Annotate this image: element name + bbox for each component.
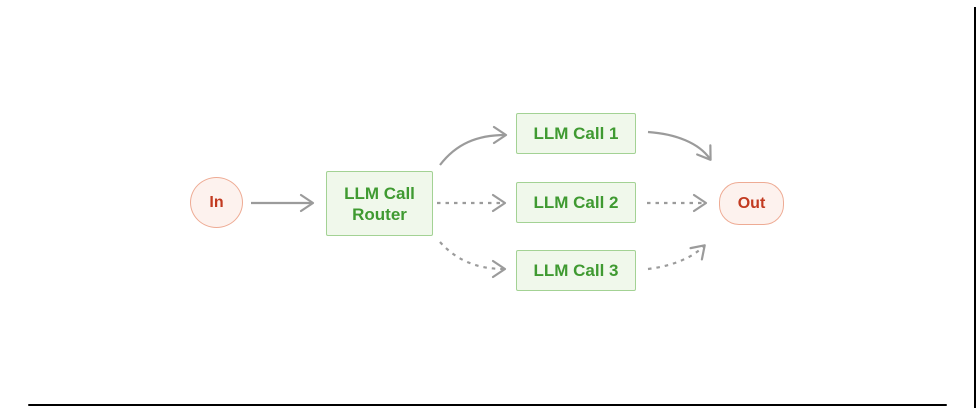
node-llm-call-2-label: LLM Call 2: [533, 192, 619, 212]
node-llm-call-router: LLM Call Router: [326, 171, 433, 236]
edge-call1-out: [647, 130, 712, 161]
frame-border-right: [973, 7, 976, 408]
node-llm-call-1-label: LLM Call 1: [533, 123, 619, 143]
edge-router-call3: [439, 241, 507, 279]
node-llm-call-2: LLM Call 2: [516, 182, 636, 223]
node-in: In: [190, 177, 243, 228]
frame-border-bottom: [28, 403, 947, 406]
node-llm-call-3: LLM Call 3: [516, 250, 636, 291]
edge-router-call1: [439, 125, 508, 166]
node-out-label: Out: [737, 194, 766, 212]
edge-call3-out: [647, 244, 706, 271]
node-llm-call-3-label: LLM Call 3: [533, 260, 619, 280]
node-in-label: In: [209, 193, 224, 211]
node-out: Out: [719, 182, 784, 225]
node-llm-call-router-label: LLM Call Router: [344, 183, 415, 224]
node-llm-call-1: LLM Call 1: [516, 113, 636, 154]
